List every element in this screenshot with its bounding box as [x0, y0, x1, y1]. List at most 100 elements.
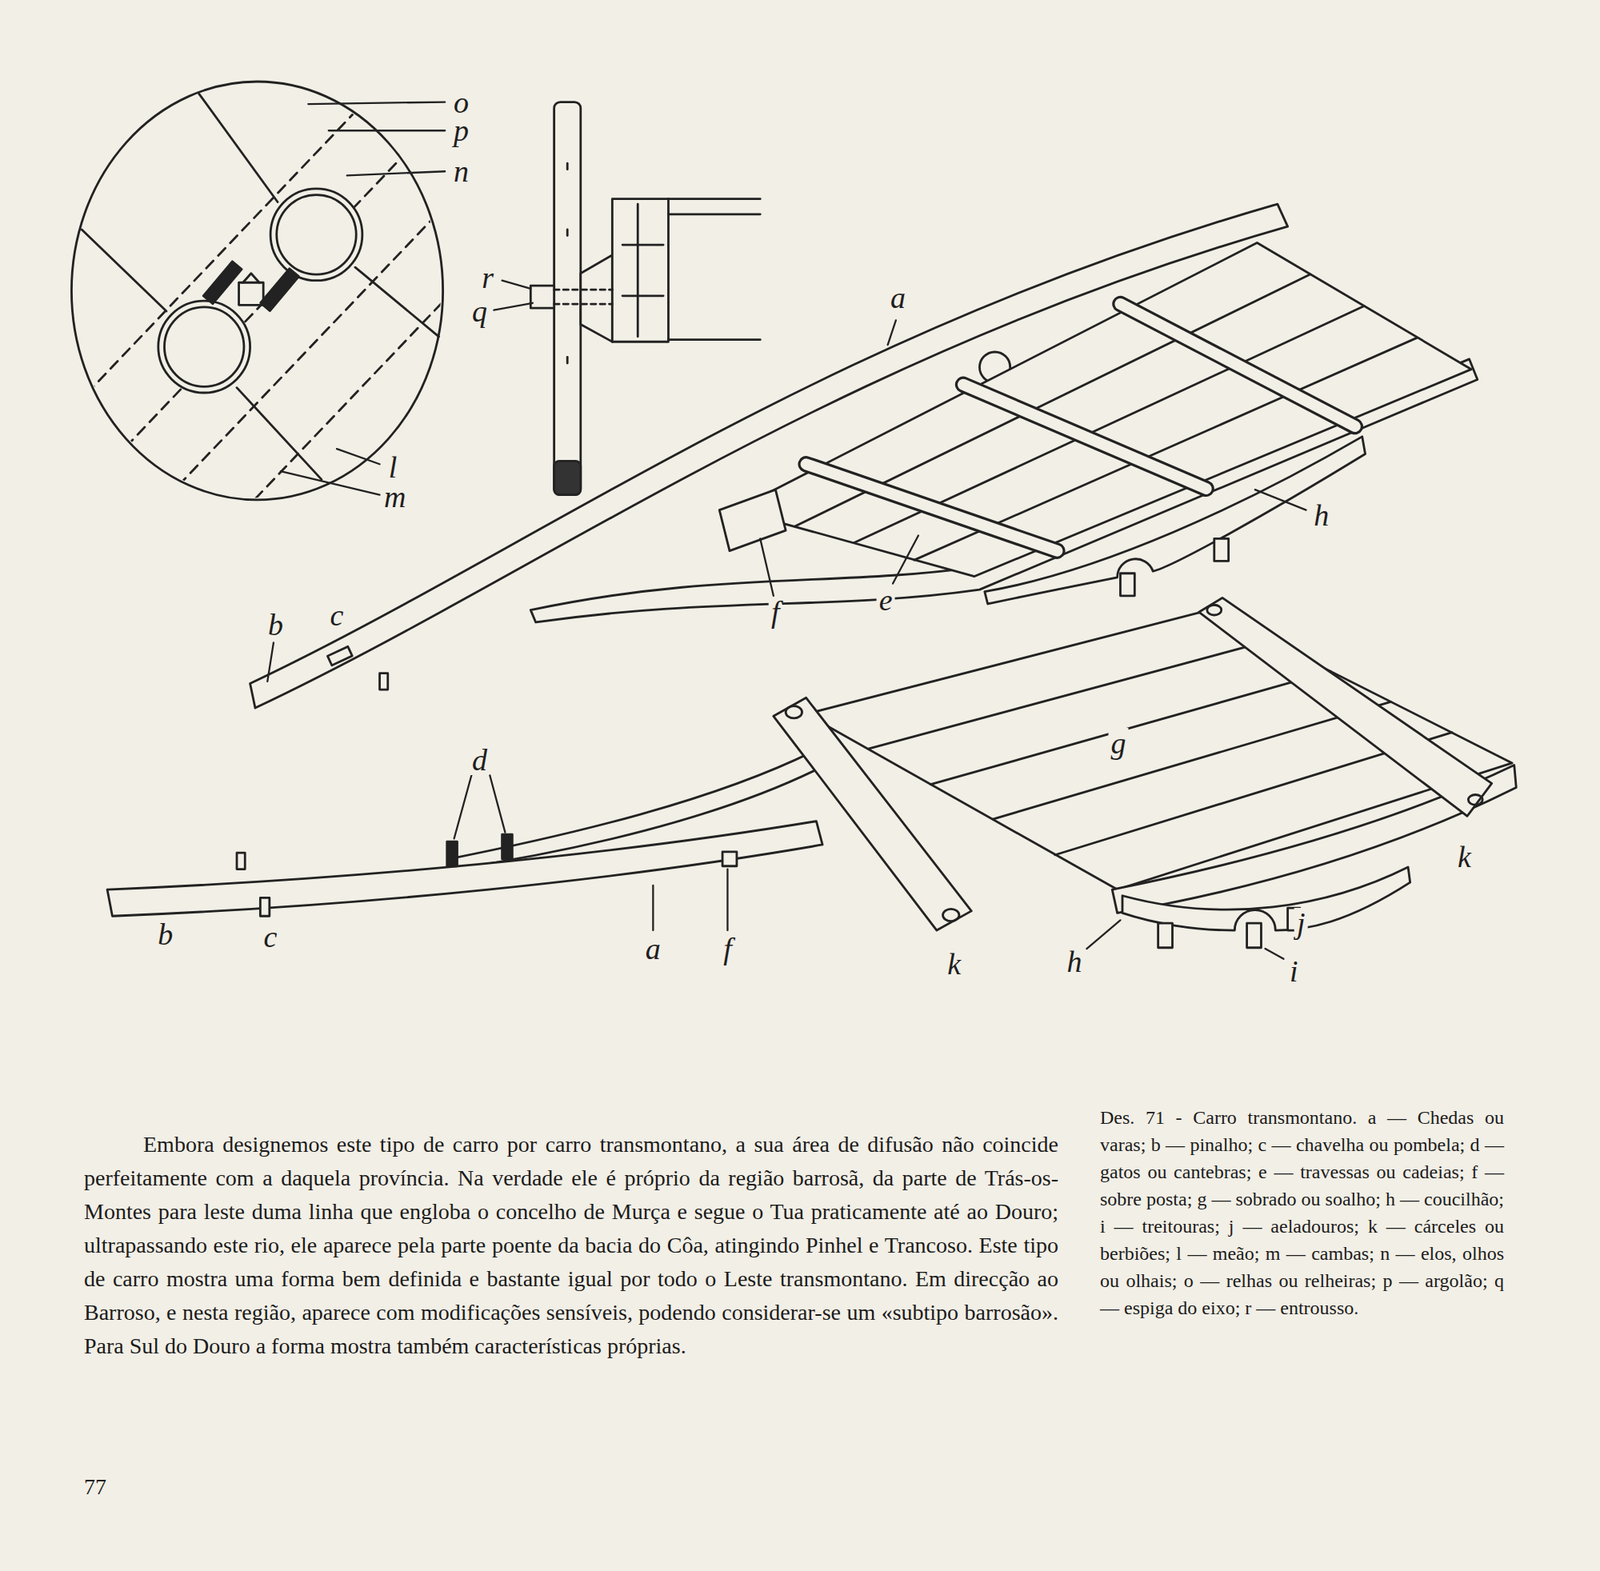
leader-lines — [1086, 920, 1120, 949]
cart-top-view — [1120, 573, 1135, 596]
leader-lines — [336, 448, 380, 464]
cart-bottom-view — [107, 597, 1516, 948]
wheel-side — [668, 212, 760, 216]
cart-bottom-view — [930, 671, 1331, 785]
part-letter: h — [1064, 946, 1085, 977]
leader-lines — [1265, 948, 1284, 960]
leader-lines — [1255, 489, 1307, 511]
leader-lines — [267, 102, 1306, 960]
part-letter: f — [720, 933, 735, 964]
cart-top-view — [806, 464, 1058, 551]
cart-bottom-view — [502, 834, 513, 860]
wheel-face — [158, 300, 251, 393]
cart-bottom-view — [447, 841, 458, 867]
body-text: Embora designemos este tipo de carro por… — [84, 1128, 1059, 1364]
wheel-side — [566, 163, 569, 170]
wheel-side — [622, 244, 664, 247]
cart-bottom-view — [1199, 597, 1492, 816]
page-number: 77 — [84, 1476, 107, 1499]
leader-lines — [280, 471, 380, 495]
part-letter: f — [768, 596, 783, 628]
cart-bottom-view — [868, 640, 1269, 749]
cart-bottom-view — [260, 897, 269, 916]
part-letter: d — [469, 744, 490, 776]
wheel-side — [554, 288, 613, 292]
part-letter: c — [327, 600, 346, 631]
leader-lines — [328, 129, 445, 132]
part-letter: h — [1311, 500, 1332, 531]
part-letter: r — [479, 262, 496, 293]
wheel-side — [554, 303, 613, 306]
part-letter: p — [451, 115, 472, 146]
leader-lines — [760, 538, 774, 596]
wheel-face — [355, 267, 440, 337]
cart-top-view — [806, 464, 1058, 551]
cart-top-view — [1214, 538, 1229, 561]
figure-caption: Des. 71 - Carro transmontano. a — Chedas… — [1100, 1104, 1504, 1322]
wheel-face — [243, 273, 260, 283]
wheel-side — [554, 102, 581, 496]
wheel-face — [276, 195, 356, 275]
cart-bottom-view — [722, 852, 737, 867]
cart-bottom-view — [773, 697, 972, 931]
cart-bottom-view — [1207, 604, 1222, 616]
cart-bottom-view — [107, 821, 823, 917]
cart-top-view — [963, 384, 1207, 489]
wheel-face — [71, 126, 520, 598]
leader-lines — [489, 775, 505, 832]
part-letter: k — [944, 948, 964, 980]
wheel-side — [668, 197, 760, 200]
part-letter: b — [265, 609, 286, 640]
part-letter: l — [386, 452, 400, 483]
part-letter: q — [469, 296, 490, 327]
wheel-face — [239, 282, 264, 305]
leader-lines — [267, 642, 274, 681]
wheel-face — [81, 229, 167, 312]
part-letter: a — [643, 933, 664, 964]
wheel-face — [0, 34, 429, 484]
wheel-face — [71, 81, 443, 500]
cart-top-view — [1120, 304, 1355, 427]
cart-top-view — [250, 204, 1478, 708]
wheel-side — [566, 229, 569, 236]
wheel-face — [203, 261, 242, 304]
part-letter: g — [1108, 728, 1128, 759]
cart-bottom-view — [1158, 923, 1173, 948]
wheel-side — [636, 204, 640, 337]
cart-top-view — [719, 489, 786, 552]
cart-top-view — [734, 243, 1472, 577]
wheel-side — [554, 460, 581, 495]
part-letter: b — [155, 919, 176, 950]
cart-bottom-view — [1468, 794, 1483, 805]
wheel-face — [0, 34, 561, 649]
cart-top-view — [963, 384, 1207, 489]
wheel-side — [566, 356, 569, 364]
wheel-side — [580, 255, 613, 342]
cart-bottom-view — [992, 701, 1391, 820]
part-letter: o — [451, 87, 472, 118]
leader-lines — [347, 171, 445, 176]
cart-top-view — [1120, 304, 1355, 427]
wheel-side — [530, 285, 554, 308]
wheel-face — [0, 34, 561, 649]
wheel-face — [164, 307, 244, 387]
part-letter: c — [261, 921, 280, 952]
leader-lines — [454, 775, 472, 839]
wheel-side — [612, 199, 668, 343]
wheel-face — [30, 75, 480, 547]
cart-top-view — [380, 673, 388, 690]
part-letter: a — [888, 282, 908, 313]
cart-top-view — [327, 646, 352, 665]
cart-bottom-view — [1122, 867, 1411, 931]
leader-lines — [652, 885, 654, 931]
cart-bottom-view — [236, 852, 245, 869]
wheel-face — [199, 93, 278, 202]
cart-top-view — [984, 436, 1366, 604]
part-letter: k — [1455, 841, 1474, 872]
leader-lines — [493, 303, 532, 311]
leader-lines — [892, 536, 919, 584]
leader-lines — [308, 102, 445, 105]
part-letter: n — [451, 156, 472, 187]
part-letter: e — [876, 584, 896, 616]
leader-lines — [726, 869, 728, 932]
